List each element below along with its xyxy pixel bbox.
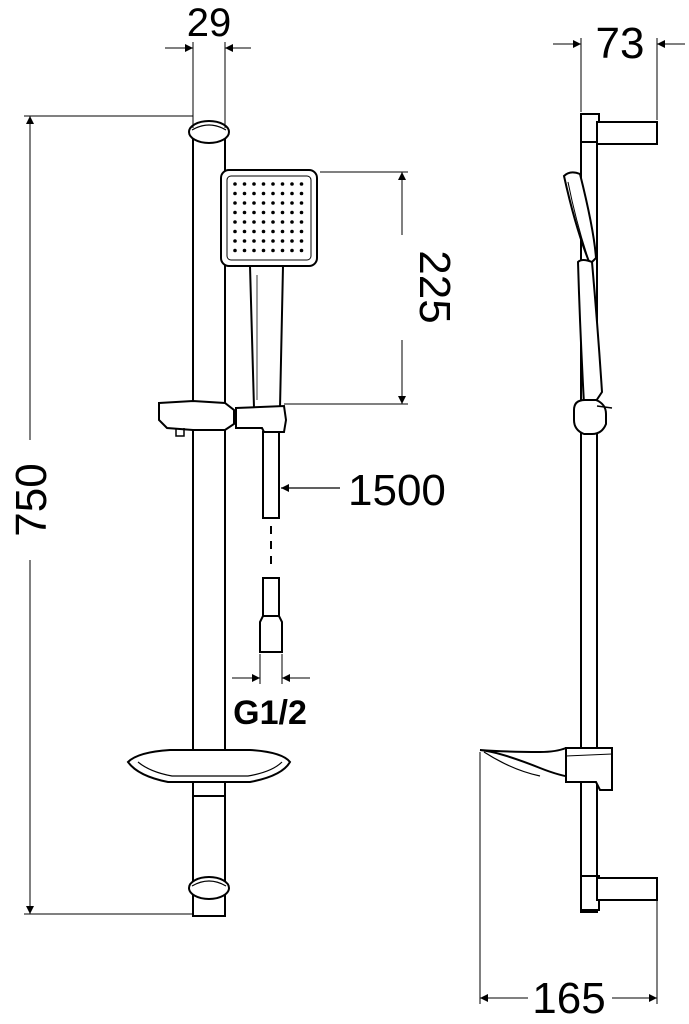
hose [259,431,283,653]
nozzle-dot [280,248,285,253]
front-view: 29 750 225 1500 G1/2 [7,1,459,917]
nozzle-dot [261,210,266,215]
nozzle-dot [280,210,285,215]
nozzle-dot [233,220,237,224]
shower-nozzle-grid [233,182,304,253]
nozzle-dot [242,182,247,186]
nozzle-dot [271,220,275,224]
nozzle-dot [290,191,294,196]
nozzle-dot [242,239,247,243]
total-height-label: 750 [7,463,56,536]
nozzle-dot [299,201,304,205]
nozzle-dot [280,182,285,186]
hose-length-label: 1500 [348,466,446,515]
nozzle-dot [233,239,237,243]
nozzle-dot [290,248,294,253]
nozzle-dot [280,191,285,196]
side-view: 73 165 [479,19,685,1023]
dimension-head-height: 225 [284,171,459,405]
nozzle-dot [290,201,294,205]
nozzle-dot [299,248,304,253]
nozzle-dot [271,239,275,243]
nozzle-dot [252,229,256,234]
nozzle-dot [299,239,304,243]
nozzle-dot [271,182,275,186]
dimension-rail-width: 29 [165,1,251,128]
nozzle-dot [299,220,304,224]
dimension-side-depth: 73 [553,19,685,120]
bottom-wall-bracket [188,876,230,900]
dimension-connection: G1/2 [232,654,310,732]
slide-holder [158,399,288,437]
nozzle-dot [261,220,266,224]
nozzle-dot [261,239,266,243]
dish-depth-label: 165 [532,974,605,1023]
nozzle-dot [299,182,304,186]
connection-label: G1/2 [233,694,307,732]
top-wall-bracket [188,120,230,144]
nozzle-dot [280,229,285,234]
side-depth-label: 73 [596,19,645,68]
nozzle-dot [261,248,266,253]
nozzle-dot [271,201,275,205]
nozzle-dot [233,229,237,234]
nozzle-dot [290,229,294,234]
nozzle-dot [233,248,237,253]
nozzle-dot [299,191,304,196]
nozzle-dot [242,191,247,196]
head-height-label: 225 [410,250,459,323]
nozzle-dot [252,239,256,243]
nozzle-dot [242,229,247,234]
nozzle-dot [299,229,304,234]
hand-shower [220,169,318,409]
nozzle-dot [280,220,285,224]
side-bottom-bracket [580,875,658,911]
nozzle-dot [242,248,247,253]
nozzle-dot [290,210,294,215]
soap-dish [126,749,292,797]
nozzle-dot [261,182,266,186]
nozzle-dot [290,220,294,224]
nozzle-dot [242,220,247,224]
dimension-total-height: 750 [7,115,193,915]
dimension-hose-length: 1500 [281,466,446,515]
nozzle-dot [290,182,294,186]
nozzle-dot [271,210,275,215]
nozzle-dot [261,191,266,196]
rail-width-label: 29 [187,1,232,45]
side-top-bracket [580,113,658,145]
side-hand-shower [562,171,613,435]
nozzle-dot [252,191,256,196]
nozzle-dot [242,201,247,205]
nozzle-dot [233,182,237,186]
nozzle-dot [271,191,275,196]
nozzle-dot [233,210,237,215]
nozzle-dot [233,201,237,205]
nozzle-dot [271,229,275,234]
nozzle-dot [252,220,256,224]
nozzle-dot [252,210,256,215]
nozzle-dot [299,210,304,215]
nozzle-dot [261,201,266,205]
side-soap-dish [479,747,613,791]
nozzle-dot [242,210,247,215]
nozzle-dot [280,239,285,243]
nozzle-dot [252,182,256,186]
nozzle-dot [280,201,285,205]
nozzle-dot [261,229,266,234]
nozzle-dot [233,191,237,196]
nozzle-dot [271,248,275,253]
dimension-dish-depth: 165 [479,752,658,1023]
nozzle-dot [252,201,256,205]
nozzle-dot [290,239,294,243]
nozzle-dot [252,248,256,253]
